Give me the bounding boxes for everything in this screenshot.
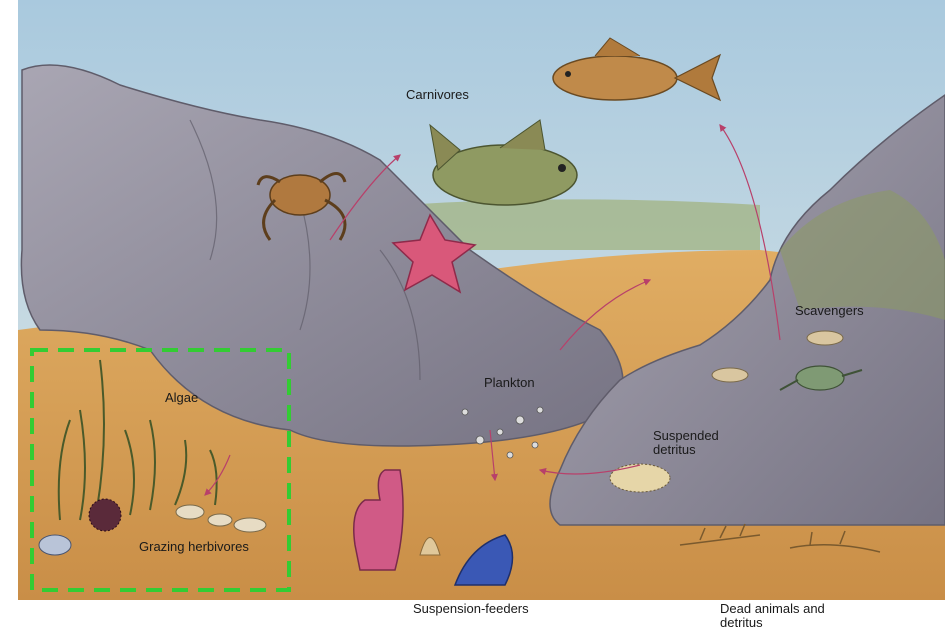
label-scavengers: Scavengers [795, 303, 864, 318]
label-suspended-detritus-line1: Suspended [653, 428, 719, 443]
label-algae: Algae [165, 390, 198, 405]
label-suspension-feeders: Suspension-feeders [413, 601, 529, 616]
scavenger-shrimp-1 [807, 331, 843, 345]
suspended-detritus-cloud [610, 464, 670, 492]
label-suspended-detritus-line2: detritus [653, 442, 696, 457]
scavenger-shrimp-2 [712, 368, 748, 382]
label-carnivores: Carnivores [406, 87, 469, 102]
label-dead-animals-line2: detritus [720, 615, 763, 630]
label-grazing-herbivores: Grazing herbivores [139, 539, 249, 554]
label-plankton: Plankton [484, 375, 535, 390]
label-dead-animals-line1: Dead animals and [720, 601, 825, 616]
